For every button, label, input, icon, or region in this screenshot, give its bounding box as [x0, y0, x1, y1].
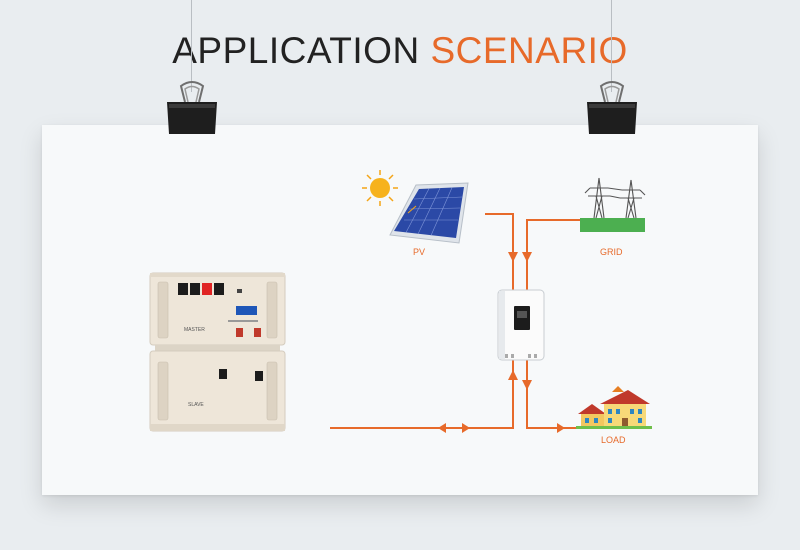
left-hanging-string — [191, 0, 192, 92]
pv-label: PV — [413, 247, 426, 257]
solar-panel-icon — [389, 182, 469, 244]
binder-clip-icon — [167, 81, 217, 134]
page-title: APPLICATION SCENARIO — [0, 30, 800, 72]
inverter-icon — [497, 289, 545, 361]
grid-label: GRID — [600, 247, 623, 257]
sun-icon — [362, 170, 398, 206]
battery-slave-label: SLAVE — [188, 402, 204, 408]
house-icon — [576, 386, 652, 429]
title-part-1: APPLICATION — [172, 30, 420, 71]
load-label: LOAD — [601, 435, 626, 445]
battery-master-label: MASTER — [184, 327, 205, 333]
binder-clip-icon — [587, 81, 637, 134]
battery-icon — [149, 272, 286, 432]
title-part-2: SCENARIO — [430, 30, 628, 71]
flow-arrows — [438, 252, 565, 433]
right-hanging-string — [611, 0, 612, 92]
pylon-icon — [580, 177, 646, 232]
